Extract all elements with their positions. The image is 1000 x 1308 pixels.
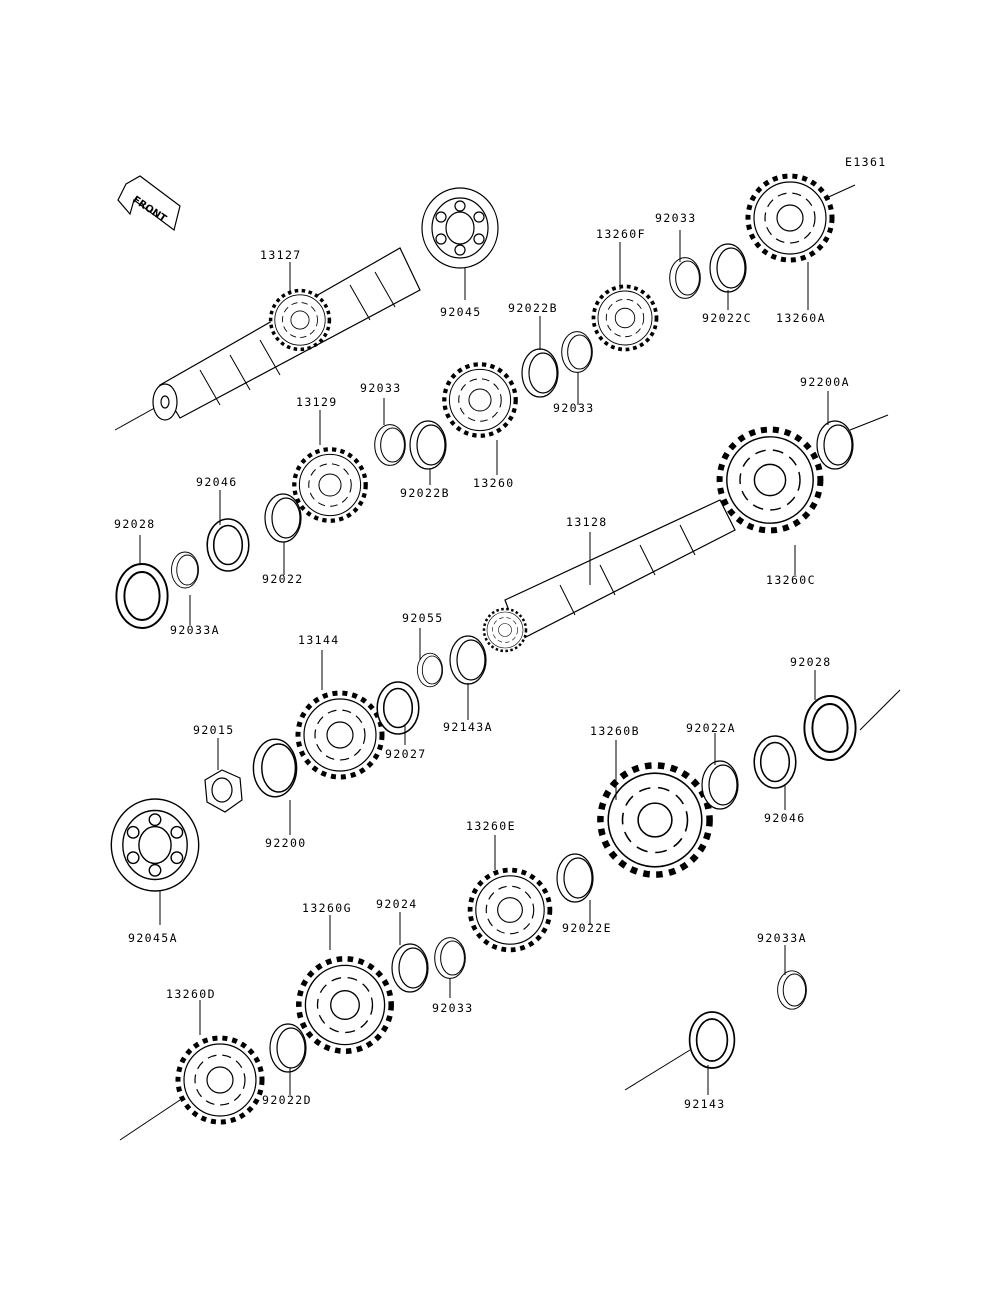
washer-92022E — [556, 853, 594, 903]
label-92033-low: 92033 — [432, 1001, 474, 1015]
label-13128: 13128 — [566, 515, 608, 529]
label-92027: 92027 — [385, 747, 427, 761]
label-13144: 13144 — [298, 633, 340, 647]
label-92143A: 92143A — [443, 720, 493, 734]
label-92024: 92024 — [376, 897, 418, 911]
washer-92022A — [701, 760, 739, 810]
label-13127: 13127 — [260, 248, 302, 262]
circlip-92033A-top — [171, 551, 199, 589]
label-92022E: 92022E — [562, 921, 612, 935]
washer-92022C — [709, 243, 747, 293]
gear-13260 — [444, 364, 515, 435]
label-13260G: 13260G — [302, 901, 352, 915]
label-92033A-low: 92033A — [757, 931, 807, 945]
ring-92200A — [816, 420, 854, 470]
label-92022D: 92022D — [262, 1093, 312, 1107]
label-13260: 13260 — [473, 476, 515, 490]
gear-13260F — [591, 284, 659, 352]
label-92033-a: 92033 — [360, 381, 402, 395]
label-92022A: 92022A — [686, 721, 736, 735]
label-92200A: 92200A — [800, 375, 850, 389]
gear-13260D — [178, 1038, 262, 1122]
gear-13260C — [720, 430, 821, 531]
label-13260B: 13260B — [590, 724, 640, 738]
label-92200: 92200 — [265, 836, 307, 850]
label-92028-right: 92028 — [790, 655, 832, 669]
gear-13127 — [268, 288, 332, 352]
bush-92143A — [449, 635, 487, 685]
label-13129: 13129 — [296, 395, 338, 409]
front-arrow-icon: FRONT — [117, 175, 181, 232]
bearing-92028-top — [115, 563, 169, 629]
gear-13260B — [600, 765, 709, 874]
gear-13260G — [299, 959, 391, 1051]
circlip-92033A-low — [777, 970, 807, 1010]
needle-bearing-92046-right — [753, 735, 797, 789]
leader-lines — [139, 230, 829, 1095]
label-92022: 92022 — [262, 572, 304, 586]
sprocket-13144 — [298, 693, 382, 777]
label-92033-top: 92033 — [655, 211, 697, 225]
label-92022B: 92022B — [400, 486, 450, 500]
label-92028-top: 92028 — [114, 517, 156, 531]
diagram-code: E1361 — [845, 155, 887, 169]
washer-92022B — [409, 420, 447, 470]
bearing-92045A — [110, 798, 200, 892]
label-92143: 92143 — [684, 1097, 726, 1111]
label-92033-mid: 92033 — [553, 401, 595, 415]
label-92033A-top: 92033A — [170, 623, 220, 637]
label-13260A: 13260A — [776, 311, 826, 325]
label-92015: 92015 — [193, 723, 235, 737]
label-92045: 92045 — [440, 305, 482, 319]
bearing-92028-right — [803, 695, 857, 761]
label-92055: 92055 — [402, 611, 444, 625]
bush-92027 — [376, 681, 420, 735]
washer-92200 — [252, 738, 298, 798]
label-13260C: 13260C — [766, 573, 816, 587]
washer-92022D — [269, 1023, 307, 1073]
circlip-92033-top — [669, 257, 701, 299]
washer-92022 — [264, 493, 302, 543]
circlip-92033-low — [434, 937, 466, 979]
label-13260D: 13260D — [166, 987, 216, 1001]
gear-13260E — [470, 870, 550, 950]
label-92046-top: 92046 — [196, 475, 238, 489]
bearing-92045 — [421, 187, 499, 269]
gear-13260A — [748, 176, 832, 260]
bush-92143 — [688, 1011, 736, 1069]
counter-shaft-13128 — [504, 499, 736, 641]
needle-bearing-92046-top — [206, 518, 250, 572]
gear-13129 — [294, 449, 365, 520]
nut-92015 — [204, 769, 243, 813]
oring-92055 — [416, 652, 444, 688]
label-92046-right: 92046 — [764, 811, 806, 825]
washer-92024 — [391, 943, 429, 993]
gear-13128 — [482, 607, 528, 653]
circlip-92033-mid — [561, 331, 593, 373]
label-92045A: 92045A — [128, 931, 178, 945]
washer-92022B-top — [521, 348, 559, 398]
label-13260F: 13260F — [596, 227, 646, 241]
label-92022C: 92022C — [702, 311, 752, 325]
circlip-92033-a — [374, 424, 406, 466]
label-92022B-top: 92022B — [508, 301, 558, 315]
label-13260E: 13260E — [466, 819, 516, 833]
